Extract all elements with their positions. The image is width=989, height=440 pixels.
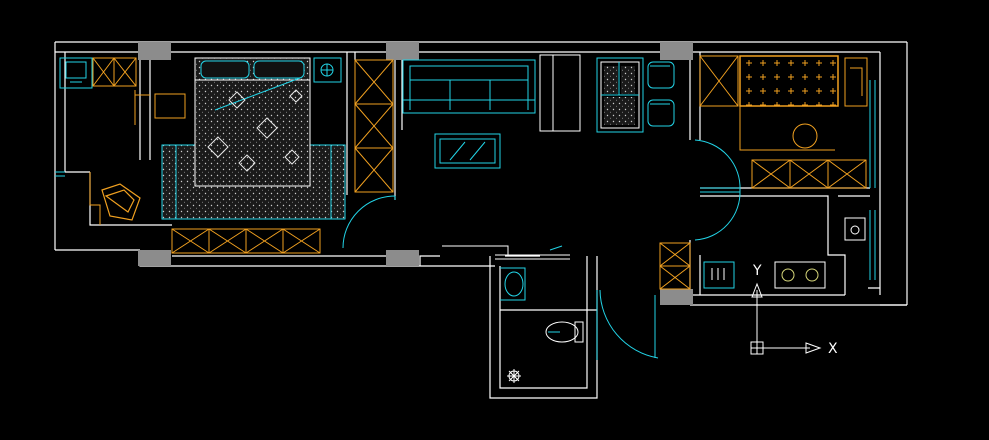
study-desk-outline: [89, 172, 101, 225]
coffee-table: [434, 133, 501, 169]
study-cabinet: [92, 57, 186, 125]
entry-door: [694, 139, 741, 241]
wash-basin: [500, 267, 526, 301]
sofa: [402, 59, 536, 114]
stove: [774, 261, 826, 289]
ucs-x-label: X: [828, 341, 838, 357]
dining-chairs: [647, 61, 675, 127]
lounge-chair: [101, 183, 141, 221]
shoe-cabinet: [659, 242, 691, 290]
kitchen-counter-hatch: [739, 55, 839, 107]
oven: [703, 261, 735, 289]
windows: [55, 80, 876, 280]
kitchen-sink: [844, 217, 866, 241]
study-desk: [59, 57, 93, 89]
structural-columns: [138, 42, 693, 305]
ucs-icon: [750, 282, 822, 355]
kitchen-base-cabinet: [751, 159, 867, 189]
double-bed: [194, 57, 311, 187]
kitchen-upper-cabinet: [699, 55, 739, 107]
tv-cabinet: [539, 54, 581, 132]
bedside-lamp-table: [313, 57, 342, 83]
ucs-y-label: Y: [753, 263, 762, 279]
dining-table: [596, 57, 644, 133]
refrigerator: [844, 57, 868, 107]
bedroom-door: [342, 195, 396, 249]
tall-wardrobe: [354, 59, 394, 193]
bathroom-door: [596, 289, 659, 360]
kitchen-stool: [739, 106, 835, 151]
bedroom-wardrobe: [171, 228, 321, 254]
toilet: [545, 321, 584, 343]
shower-drain: [507, 369, 521, 383]
sliding-door-bath: [442, 245, 570, 260]
